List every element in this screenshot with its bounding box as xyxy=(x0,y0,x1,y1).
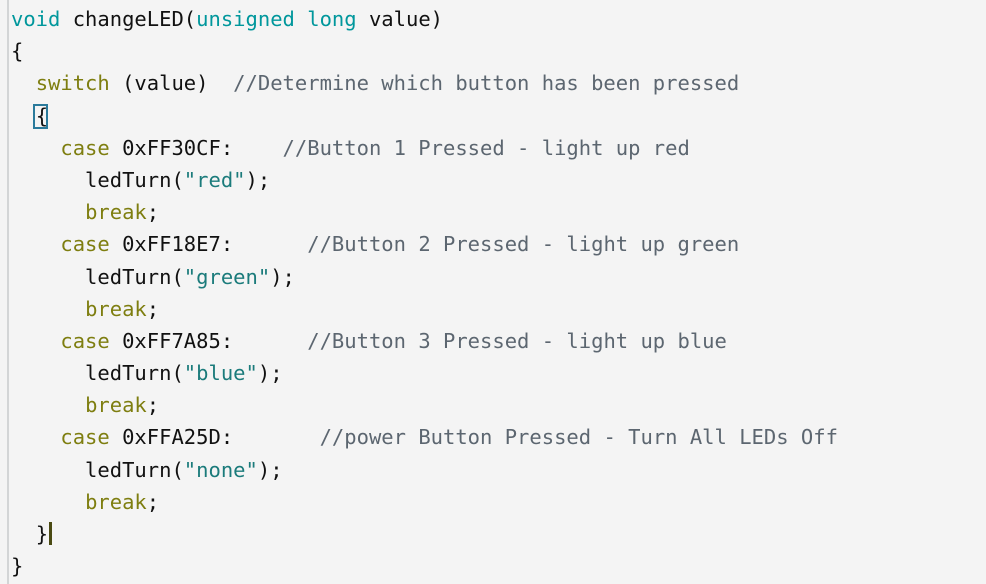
code-token-plain: } xyxy=(35,522,49,546)
code-token-type: void xyxy=(11,7,61,31)
code-token-plain: ; xyxy=(146,296,160,321)
code-line[interactable]: void changeLED(unsigned long value) xyxy=(0,3,986,35)
code-token-plain xyxy=(11,490,85,514)
code-token-keyword: switch xyxy=(35,71,110,96)
code-line[interactable]: { xyxy=(0,35,986,67)
code-line[interactable]: ledTurn("red"); xyxy=(0,164,986,196)
code-token-plain xyxy=(11,522,36,546)
code-token-plain: 0xFF18E7: xyxy=(109,232,308,257)
code-token-keyword: break xyxy=(85,489,147,514)
code-token-plain: ; xyxy=(146,200,160,225)
code-token-plain: (value) xyxy=(109,71,234,96)
code-token-keyword: case xyxy=(60,232,110,257)
code-token-comment: //Determine which button has been presse… xyxy=(233,71,740,96)
code-line[interactable]: ledTurn("blue"); xyxy=(0,357,986,389)
code-token-string: "none" xyxy=(183,457,258,482)
code-line[interactable]: ledTurn("green"); xyxy=(0,261,986,293)
code-token-plain: { xyxy=(32,100,49,132)
code-token-plain: ); xyxy=(245,167,271,192)
code-token-keyword: break xyxy=(85,200,147,225)
code-token-string: "green" xyxy=(183,264,271,289)
code-line[interactable]: case 0xFFA25D: //power Button Pressed - … xyxy=(0,421,986,453)
code-token-plain: ); xyxy=(257,457,283,482)
code-token-plain xyxy=(11,104,36,128)
code-token-plain: } xyxy=(11,554,24,579)
code-line[interactable]: break; xyxy=(0,389,986,421)
code-token-keyword: break xyxy=(85,296,147,321)
code-line[interactable]: { xyxy=(0,100,986,132)
code-token-plain: changeLED( xyxy=(60,7,197,31)
code-token-type: long xyxy=(307,7,357,31)
code-token-comment: //Button 1 Pressed - light up red xyxy=(282,135,690,160)
code-token-plain: ); xyxy=(270,264,295,289)
code-token-comment: //Button 3 Pressed - light up blue xyxy=(307,328,727,353)
code-token-keyword: case xyxy=(60,135,110,160)
code-token-plain: ledTurn( xyxy=(11,361,184,386)
gutter-divider xyxy=(7,0,9,584)
code-line[interactable]: } xyxy=(0,518,986,550)
code-token-plain: ledTurn( xyxy=(11,167,184,192)
code-token-type: unsigned xyxy=(196,7,295,31)
code-token-plain: ledTurn( xyxy=(11,264,184,289)
code-line[interactable]: } xyxy=(0,550,986,582)
code-token-plain xyxy=(11,136,60,160)
code-token-plain xyxy=(11,425,60,449)
code-line[interactable]: case 0xFF30CF: //Button 1 Pressed - ligh… xyxy=(0,132,986,164)
code-line[interactable]: case 0xFF18E7: //Button 2 Pressed - ligh… xyxy=(0,228,986,260)
code-token-plain xyxy=(11,232,60,256)
code-token-plain: ; xyxy=(146,489,160,514)
code-token-string: "red" xyxy=(183,167,246,192)
code-token-keyword: case xyxy=(60,425,110,450)
code-token-plain: 0xFF30CF: xyxy=(109,135,283,160)
code-token-plain: ; xyxy=(146,393,160,418)
code-token-plain: { xyxy=(11,39,24,64)
code-token-plain xyxy=(11,329,60,353)
code-line[interactable]: break; xyxy=(0,196,986,228)
code-line[interactable]: break; xyxy=(0,293,986,325)
code-line[interactable]: case 0xFF7A85: //Button 3 Pressed - ligh… xyxy=(0,325,986,357)
text-caret xyxy=(49,522,53,545)
code-token-plain xyxy=(11,71,36,95)
code-line[interactable]: ledTurn("none"); xyxy=(0,454,986,486)
code-line[interactable]: switch (value) //Determine which button … xyxy=(0,67,986,99)
code-token-keyword: break xyxy=(85,393,147,418)
code-token-plain: ); xyxy=(257,361,283,386)
code-token-plain xyxy=(11,393,85,417)
code-token-plain xyxy=(295,7,307,31)
code-token-plain: 0xFFA25D: xyxy=(109,425,320,450)
code-token-comment: //Button 2 Pressed - light up green xyxy=(307,232,740,257)
code-token-plain: value) xyxy=(356,7,444,31)
code-line[interactable]: break; xyxy=(0,486,986,518)
code-token-plain: ledTurn( xyxy=(11,457,184,482)
code-token-string: "blue" xyxy=(183,361,258,386)
code-token-plain: 0xFF7A85: xyxy=(109,328,308,353)
code-token-plain xyxy=(11,200,85,224)
code-token-plain xyxy=(11,297,85,321)
code-token-keyword: case xyxy=(60,328,110,353)
code-token-comment: //power Button Pressed - Turn All LEDs O… xyxy=(319,425,838,450)
